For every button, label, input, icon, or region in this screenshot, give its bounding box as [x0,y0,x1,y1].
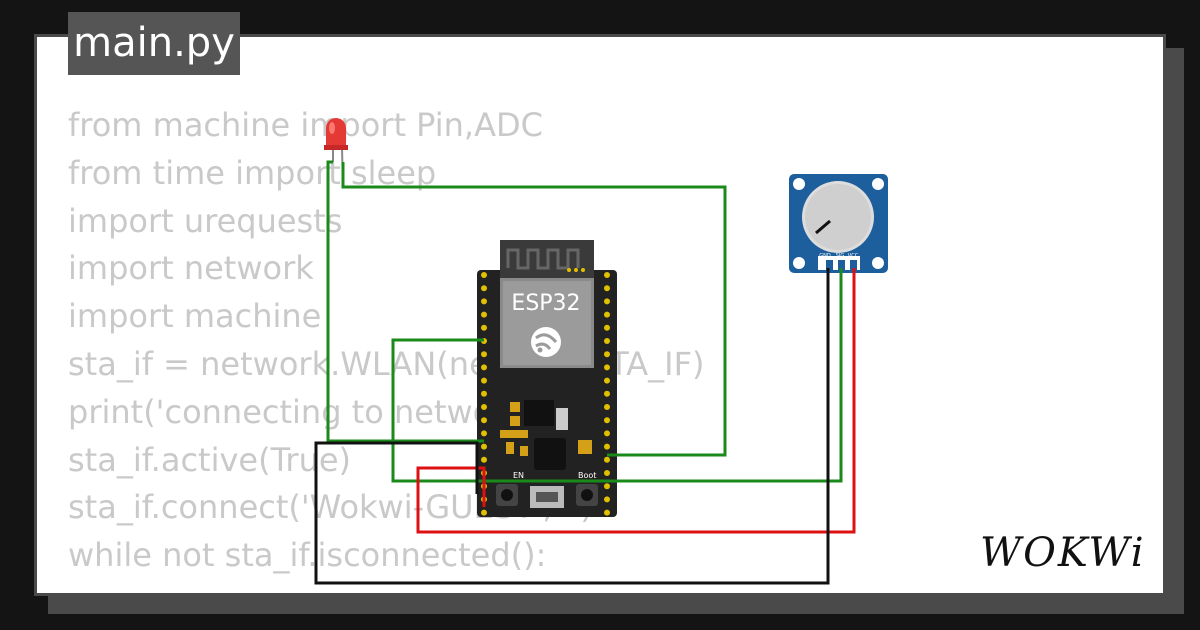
pin [604,456,610,463]
pin [604,377,610,384]
pin [604,311,610,318]
pin [604,390,610,397]
code-line: sta_if.active(True) [68,440,352,479]
wire-green-sig [391,268,843,483]
pot-pin-sig: SIG [836,253,845,259]
wire-green-led-gnd [326,160,484,443]
wokwi-logo-text: WOKWi [980,530,1146,576]
code-listing: from machine import Pin,ADC from time im… [68,102,705,580]
en-label: EN [513,471,524,480]
code-line: while not sta_if.isconnected(): [68,536,547,575]
pin [604,351,610,358]
pin [604,417,610,424]
pin [604,338,610,344]
pin [604,364,610,371]
esp32-board[interactable]: ESP32 EN Boot [477,240,617,517]
pin [481,285,487,292]
pin [604,443,610,450]
pin [604,298,610,305]
pin [481,404,487,410]
pin [481,417,487,424]
pin [481,509,487,516]
potentiometer[interactable]: GND SIG VCC [789,174,888,273]
pin [481,324,487,331]
pin [481,430,487,437]
pin [481,351,487,358]
pin [604,496,610,503]
code-line: print('connecting to network') [68,392,546,431]
pin [481,298,487,305]
pin [604,285,610,292]
pin [604,404,610,410]
pin [481,311,487,318]
code-line: from machine import Pin,ADC [68,106,543,144]
pin [481,443,487,450]
wire-black-gnd [314,268,830,585]
pin [481,272,487,278]
code-line: sta_if = network.WLAN(network.STA_IF) [68,344,705,383]
pin [481,456,487,463]
pin [604,272,610,278]
pin [604,324,610,331]
wokwi-logo: WOKWi [980,530,1146,576]
boot-label: Boot [578,471,596,480]
pin [481,364,487,371]
pin [604,430,610,437]
pin [481,390,487,397]
wire-red-vcc [416,268,856,534]
pin [481,377,487,384]
pot-pin-vcc: VCC [848,253,859,259]
red-led[interactable] [324,118,348,189]
code-line: import urequests [68,201,343,240]
code-line: from time import sleep [68,153,437,192]
file-tab[interactable]: main.py [68,12,240,75]
chip-label: ESP32 [511,291,580,316]
espressif-icon [531,327,561,357]
wire-green-led [341,162,727,457]
code-line: import network [68,249,314,288]
pin [604,483,610,490]
code-line: import machine [68,297,322,336]
pot-pin-gnd: GND [819,253,831,259]
pin [604,509,610,516]
pin [604,470,610,476]
